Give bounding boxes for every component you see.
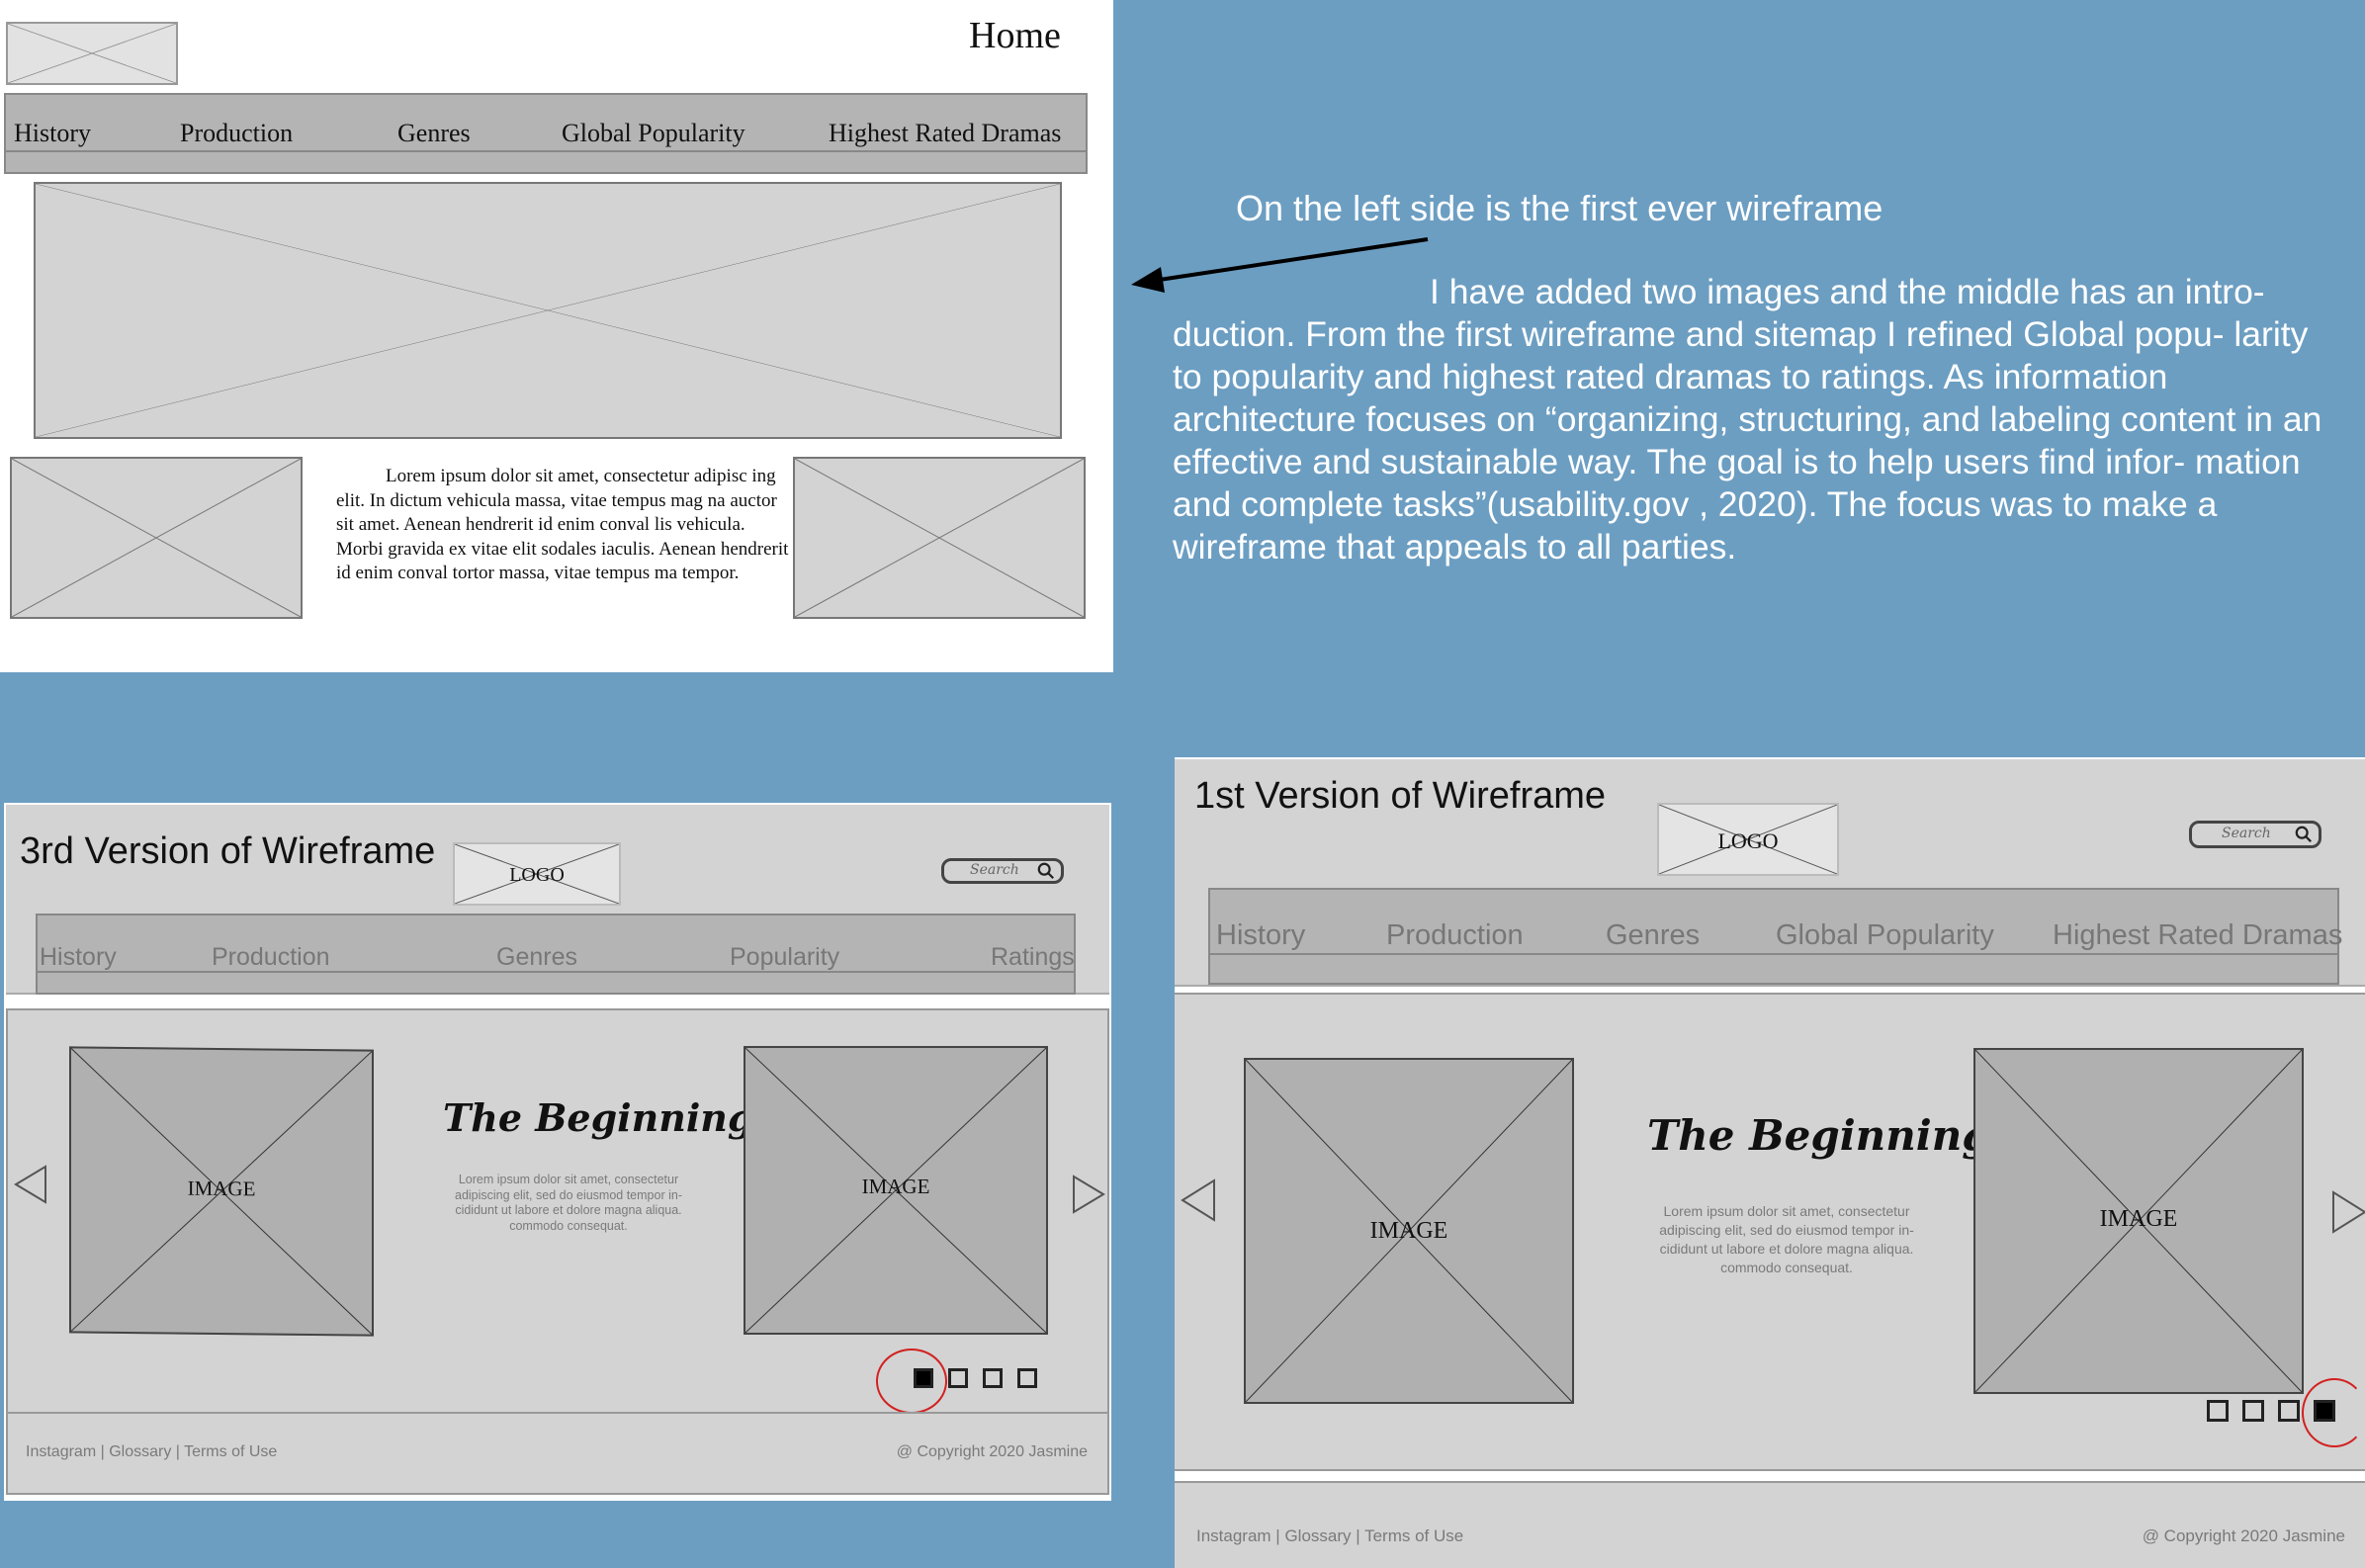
v3-highlight-circle bbox=[876, 1349, 947, 1414]
home-nav-global-popularity[interactable]: Global Popularity bbox=[562, 119, 745, 147]
home-nav-history[interactable]: History bbox=[14, 119, 91, 147]
v3-logo-label: LOGO bbox=[509, 864, 565, 886]
v1-nav-global-popularity[interactable]: Global Popularity bbox=[1776, 919, 1994, 951]
v3-carousel-area: IMAGE The Beginning Lorem ipsum dolor si… bbox=[6, 1008, 1109, 1418]
v3-carousel-heading: The Beginning bbox=[443, 1095, 754, 1140]
v3-search-input[interactable]: Search bbox=[941, 858, 1064, 884]
v1-image-right-label: IMAGE bbox=[2099, 1206, 2178, 1232]
v1-wireframe-panel: 1st Version of Wireframe LOGO Search His… bbox=[1175, 757, 2365, 1568]
v3-nav-production[interactable]: Production bbox=[212, 943, 330, 971]
v3-prev-arrow-icon[interactable] bbox=[14, 1165, 47, 1204]
v3-header: 3rd Version of Wireframe LOGO Search His… bbox=[6, 805, 1109, 995]
v3-carousel-text: Lorem ipsum dolor sit amet, consectetur … bbox=[455, 1173, 682, 1233]
v1-highlight-circle bbox=[2302, 1378, 2365, 1447]
v3-search-placeholder: Search bbox=[970, 862, 1019, 878]
home-nav-production[interactable]: Production bbox=[180, 119, 294, 147]
annotation-heading: On the left side is the first ever wiref… bbox=[1236, 188, 1883, 228]
v1-prev-arrow-icon[interactable] bbox=[1181, 1178, 1216, 1222]
v3-image-left: IMAGE bbox=[69, 1046, 374, 1337]
v1-nav-genres[interactable]: Genres bbox=[1606, 919, 1701, 951]
v1-logo[interactable]: LOGO bbox=[1657, 803, 1839, 876]
slide-indicator-dot[interactable] bbox=[2278, 1400, 2300, 1422]
v1-image-left-label: IMAGE bbox=[1369, 1218, 1448, 1244]
v3-nav-history[interactable]: History bbox=[40, 943, 117, 971]
v1-nav-highest-rated[interactable]: Highest Rated Dramas bbox=[2053, 919, 2343, 951]
v3-nav-popularity[interactable]: Popularity bbox=[730, 943, 840, 971]
arrow-icon bbox=[1131, 237, 1429, 293]
search-icon[interactable] bbox=[1037, 862, 1055, 880]
v1-footer: Instagram | Glossary | Terms of Use @ Co… bbox=[1175, 1481, 2365, 1568]
slide-indicator-dot[interactable] bbox=[1017, 1368, 1037, 1388]
home-nav-highest-rated[interactable]: Highest Rated Dramas bbox=[829, 119, 1062, 147]
slide-indicator-dot[interactable] bbox=[2207, 1400, 2229, 1422]
v3-footer: Instagram | Glossary | Terms of Use @ Co… bbox=[6, 1412, 1109, 1495]
home-nav-bar: History Production Genres Global Popular… bbox=[4, 93, 1088, 174]
v3-wireframe-panel: 3rd Version of Wireframe LOGO Search His… bbox=[4, 803, 1111, 1501]
v1-search-placeholder: Search bbox=[2222, 826, 2271, 841]
home-intro-text: Lorem ipsum dolor sit amet, consectetur … bbox=[336, 466, 789, 583]
slide-indicator-dot[interactable] bbox=[983, 1368, 1003, 1388]
v1-footer-links[interactable]: Instagram | Glossary | Terms of Use bbox=[1196, 1526, 1464, 1545]
v3-image-left-label: IMAGE bbox=[187, 1176, 256, 1201]
v3-image-right: IMAGE bbox=[744, 1046, 1048, 1335]
v1-carousel-area: IMAGE The Beginning Lorem ipsum dolor si… bbox=[1175, 993, 2365, 1471]
home-logo-placeholder bbox=[6, 22, 178, 85]
v1-nav-history[interactable]: History bbox=[1216, 919, 1306, 951]
slide-indicator-dot[interactable] bbox=[2242, 1400, 2264, 1422]
home-left-image-placeholder bbox=[10, 457, 303, 619]
v3-footer-links[interactable]: Instagram | Glossary | Terms of Use bbox=[26, 1443, 278, 1460]
search-icon[interactable] bbox=[2295, 826, 2313, 843]
v3-nav-ratings[interactable]: Ratings bbox=[991, 943, 1075, 971]
v1-nav-bar: History Production Genres Global Popular… bbox=[1208, 888, 2343, 985]
v3-image-right-label: IMAGE bbox=[861, 1175, 930, 1198]
v3-next-arrow-icon[interactable] bbox=[1072, 1175, 1105, 1214]
home-nav-genres[interactable]: Genres bbox=[397, 119, 471, 147]
v1-header: 1st Version of Wireframe LOGO Search His… bbox=[1175, 759, 2365, 987]
home-right-image-placeholder bbox=[793, 457, 1086, 619]
v1-nav-production[interactable]: Production bbox=[1386, 919, 1524, 951]
v1-logo-label: LOGO bbox=[1717, 828, 1779, 853]
slide-indicator-dot[interactable] bbox=[948, 1368, 968, 1388]
v3-nav-genres[interactable]: Genres bbox=[496, 943, 577, 971]
home-title: Home bbox=[969, 15, 1061, 56]
home-hero-placeholder bbox=[34, 182, 1062, 439]
v1-search-input[interactable]: Search bbox=[2189, 821, 2321, 848]
v3-copyright: @ Copyright 2020 Jasmine bbox=[896, 1443, 1088, 1460]
v1-copyright: @ Copyright 2020 Jasmine bbox=[2142, 1526, 2345, 1545]
v3-logo[interactable]: LOGO bbox=[453, 842, 621, 906]
v1-carousel-heading: The Beginning bbox=[1647, 1111, 1991, 1160]
v3-caption: 3rd Version of Wireframe bbox=[20, 830, 436, 872]
v1-next-arrow-icon[interactable] bbox=[2331, 1190, 2365, 1234]
v1-carousel-text: Lorem ipsum dolor sit amet, consectetur … bbox=[1659, 1203, 1914, 1275]
v1-image-left: IMAGE bbox=[1244, 1058, 1574, 1404]
v1-image-right: IMAGE bbox=[1973, 1048, 2304, 1394]
annotation-body: I have added two images and the middle h… bbox=[1173, 272, 2322, 566]
v3-nav-bar: History Production Genres Popularity Rat… bbox=[36, 914, 1076, 995]
v1-caption: 1st Version of Wireframe bbox=[1194, 775, 1607, 817]
home-wireframe-panel: Home History Production Genres Global Po… bbox=[0, 0, 1113, 672]
